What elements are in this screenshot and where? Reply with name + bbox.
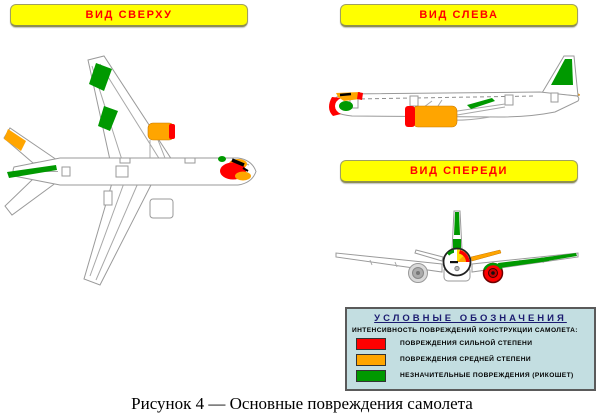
front-view-fuselage-damage <box>442 247 472 277</box>
legend-label-medium: ПОВРЕЖДЕНИЯ СРЕДНЕЙ СТЕПЕНИ <box>400 356 532 363</box>
view-header-top-label: ВИД СВЕРХУ <box>85 9 173 21</box>
left-view-wingroot-damage-minor <box>467 98 495 109</box>
top-view-stabilizer-damage-minor <box>7 165 57 178</box>
top-view-nose-damage-severe <box>218 156 251 181</box>
view-header-left-label: ВИД СЛЕВА <box>419 9 499 21</box>
top-view-stabilizer-damage-medium <box>4 129 26 151</box>
legend-label-severe: ПОВРЕЖДЕНИЯ СИЛЬНОЙ СТЕПЕНИ <box>400 340 533 347</box>
front-view-right-engine-damage-severe <box>482 262 504 284</box>
legend-item-medium: ПОВРЕЖДЕНИЯ СРЕДНЕЙ СТЕПЕНИ <box>356 353 594 366</box>
top-view-wingtip-damage-minor <box>89 63 112 91</box>
left-view-fin-damage-minor <box>551 59 573 85</box>
front-view-wing-damage-minor <box>498 257 549 268</box>
front-view-fin-damage-minor <box>454 212 460 235</box>
legend-title: УСЛОВНЫЕ ОБОЗНАЧЕНИЯ <box>374 313 567 324</box>
top-view-engine-front-damage-severe <box>169 124 175 139</box>
front-view-fin-lower-damage-minor <box>453 239 461 248</box>
view-header-front: ВИД СПЕРЕДИ <box>340 160 578 183</box>
legend-swatch-medium <box>356 353 386 366</box>
legend-label-minor: НЕЗНАЧИТЕЛЬНЫЕ ПОВРЕЖДЕНИЯ (РИКОШЕТ) <box>400 372 574 379</box>
legend-swatch-minor <box>356 369 386 382</box>
view-header-top: ВИД СВЕРХУ <box>10 4 248 27</box>
view-header-front-label: ВИД СПЕРЕДИ <box>410 165 508 177</box>
left-view-engine-front-damage-severe <box>405 106 415 127</box>
view-header-left: ВИД СЛЕВА <box>340 4 578 27</box>
legend-box: УСЛОВНЫЕ ОБОЗНАЧЕНИЯ ИНТЕНСИВНОСТЬ ПОВРЕ… <box>345 307 596 391</box>
top-view-drawing <box>3 55 257 286</box>
figure-caption: Рисунок 4 — Основные повреждения самолет… <box>131 394 473 413</box>
top-view-aircraft <box>3 55 257 286</box>
top-view-wing-mid-damage-minor <box>98 106 118 131</box>
front-view-left-engine <box>408 263 428 283</box>
front-view-aircraft <box>335 210 579 284</box>
left-view-drawing <box>329 55 581 128</box>
legend-subtitle: ИНТЕНСИВНОСТЬ ПОВРЕЖДЕНИЙ КОНСТРУКЦИИ СА… <box>352 327 578 334</box>
front-view-wingtip-damage-minor <box>540 253 577 262</box>
legend-swatch-severe <box>356 337 386 350</box>
left-view-nose-damage-severe <box>329 92 363 116</box>
front-view-stabilizer-damage-medium <box>470 249 502 262</box>
front-view-drawing <box>335 210 579 284</box>
legend-item-minor: НЕЗНАЧИТЕЛЬНЫЕ ПОВРЕЖДЕНИЯ (РИКОШЕТ) <box>356 369 594 382</box>
left-view-engine-damage-medium <box>412 105 458 128</box>
left-view-aircraft <box>329 55 581 128</box>
legend-item-severe: ПОВРЕЖДЕНИЯ СИЛЬНОЙ СТЕПЕНИ <box>356 337 594 350</box>
